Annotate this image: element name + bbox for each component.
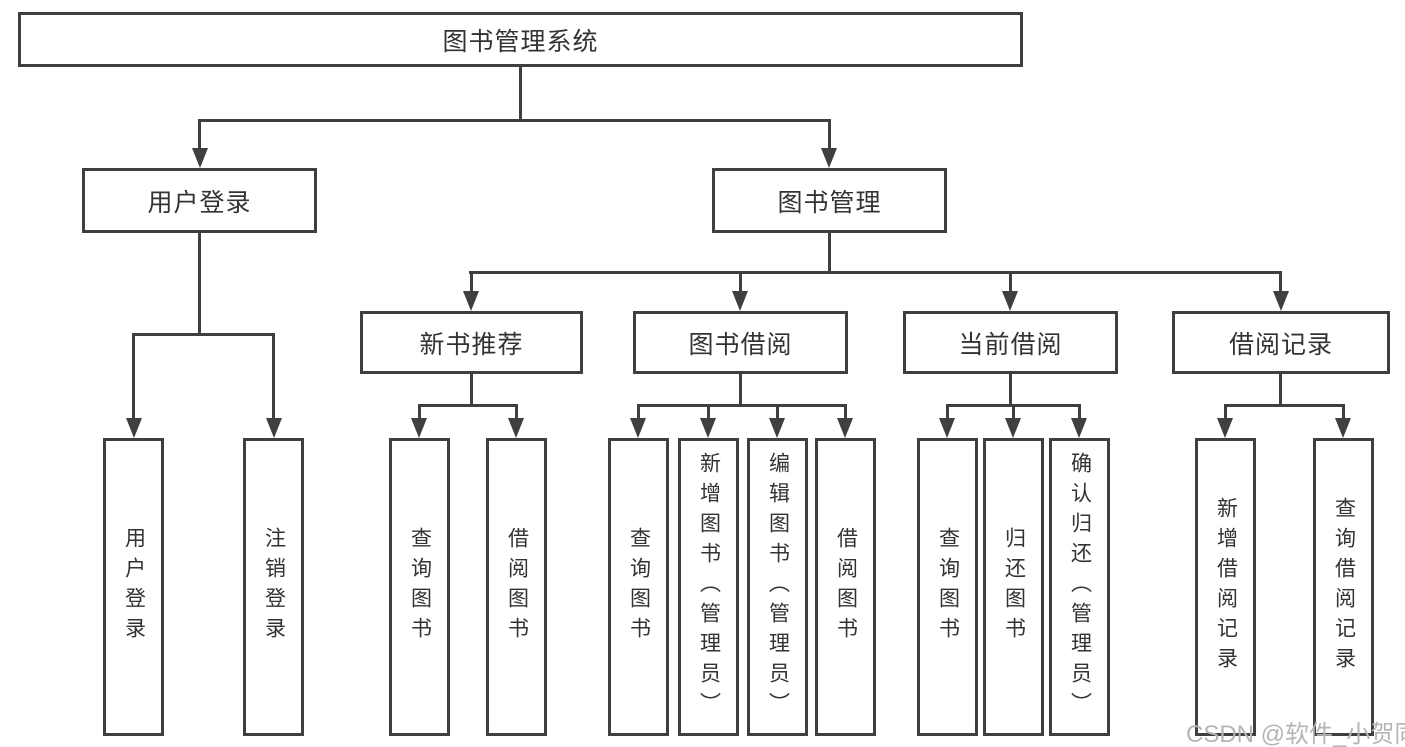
arrowhead-icon xyxy=(732,291,748,311)
connector-drop xyxy=(946,404,949,420)
node-book-management: 图书管理 xyxy=(712,168,947,233)
node-label: 图书借阅 xyxy=(688,330,793,359)
connector-stem xyxy=(828,233,831,273)
connector-drop xyxy=(1342,404,1345,420)
connector-drop xyxy=(844,404,847,420)
arrowhead-icon xyxy=(508,418,524,438)
connector-rail xyxy=(469,271,1282,274)
node-label: 图书管理 xyxy=(777,188,882,217)
connector-drop xyxy=(707,404,710,420)
connector-root-rail xyxy=(198,119,831,122)
connector-drop xyxy=(1279,271,1282,293)
node-label: 借阅图书 xyxy=(505,527,529,647)
node-borrowing-records: 借阅记录 xyxy=(1172,311,1390,374)
node-label: 图书管理系统 xyxy=(442,27,599,56)
node-label: 查询图书 xyxy=(936,527,960,647)
node-label: 用户登录 xyxy=(122,527,146,647)
node-book-borrowing: 图书借阅 xyxy=(633,311,848,374)
node-query-books-recommend: 查询图书 xyxy=(389,438,450,736)
node-label: 当前借阅 xyxy=(958,330,1063,359)
node-add-book-admin: 新增图书（管理员） xyxy=(678,438,739,736)
arrowhead-icon xyxy=(630,418,646,438)
connector-drop xyxy=(418,404,421,420)
connector-drop xyxy=(272,333,275,420)
arrowhead-icon xyxy=(939,418,955,438)
node-user-login: 用户登录 xyxy=(103,438,164,736)
arrowhead-icon xyxy=(1005,418,1021,438)
connector-drop xyxy=(198,119,201,152)
arrowhead-icon xyxy=(1217,418,1233,438)
arrowhead-icon xyxy=(1335,418,1351,438)
csdn-watermark: CSDN @软件_小贺同学 xyxy=(1186,721,1405,747)
connector-stem xyxy=(1009,374,1012,406)
arrowhead-icon xyxy=(1273,291,1289,311)
arrowhead-icon xyxy=(192,148,208,168)
connector-drop xyxy=(637,404,640,420)
node-label: 借阅图书 xyxy=(834,527,858,647)
connector-rail xyxy=(1224,404,1345,407)
connector-rail xyxy=(637,404,847,407)
node-label: 归还图书 xyxy=(1002,527,1026,647)
arrowhead-icon xyxy=(837,418,853,438)
node-borrow-books: 借阅图书 xyxy=(815,438,876,736)
connector-drop xyxy=(1224,404,1227,420)
connector-drop xyxy=(1009,271,1012,293)
connector-stem xyxy=(198,233,201,335)
connector-drop xyxy=(132,333,135,420)
connector-stem xyxy=(1279,374,1282,406)
node-query-books-borrowing: 查询图书 xyxy=(608,438,669,736)
node-label: 编辑图书（管理员） xyxy=(766,452,790,722)
arrowhead-icon xyxy=(821,148,837,168)
arrowhead-icon xyxy=(769,418,785,438)
connector-drop xyxy=(470,271,473,293)
connector-drop xyxy=(739,271,742,293)
node-label: 查询图书 xyxy=(627,527,651,647)
connector-drop xyxy=(776,404,779,420)
node-label: 确认归还（管理员） xyxy=(1068,452,1092,722)
connector-drop xyxy=(828,119,831,152)
node-label: 注销登录 xyxy=(262,527,286,647)
node-logout: 注销登录 xyxy=(243,438,304,736)
connector-rail xyxy=(418,404,518,407)
node-user-login-group: 用户登录 xyxy=(82,168,317,233)
node-library-management-system: 图书管理系统 xyxy=(18,12,1023,67)
arrowhead-icon xyxy=(463,291,479,311)
node-query-books-current: 查询图书 xyxy=(917,438,978,736)
node-new-book-recommendation: 新书推荐 xyxy=(360,311,583,374)
node-label: 新增借阅记录 xyxy=(1214,497,1238,677)
arrowhead-icon xyxy=(1002,291,1018,311)
arrowhead-icon xyxy=(126,418,142,438)
arrowhead-icon xyxy=(1071,418,1087,438)
arrowhead-icon xyxy=(700,418,716,438)
node-return-books: 归还图书 xyxy=(983,438,1044,736)
connector-drop xyxy=(1078,404,1081,420)
connector-root-stem xyxy=(519,67,522,120)
node-label: 查询图书 xyxy=(408,527,432,647)
connector-rail xyxy=(132,333,275,336)
arrowhead-icon xyxy=(266,418,282,438)
node-label: 新增图书（管理员） xyxy=(697,452,721,722)
connector-drop xyxy=(1012,404,1015,420)
arrowhead-icon xyxy=(411,418,427,438)
connector-stem xyxy=(470,374,473,406)
node-label: 借阅记录 xyxy=(1228,330,1333,359)
node-edit-book-admin: 编辑图书（管理员） xyxy=(747,438,808,736)
node-query-borrow-record: 查询借阅记录 xyxy=(1313,438,1374,736)
node-current-borrowing: 当前借阅 xyxy=(903,311,1118,374)
node-confirm-return-admin: 确认归还（管理员） xyxy=(1049,438,1110,736)
connector-drop xyxy=(515,404,518,420)
node-label: 用户登录 xyxy=(147,188,252,217)
node-label: 查询借阅记录 xyxy=(1332,497,1356,677)
node-add-borrow-record: 新增借阅记录 xyxy=(1195,438,1256,736)
connector-stem xyxy=(739,374,742,406)
node-borrow-books-recommend: 借阅图书 xyxy=(486,438,547,736)
node-label: 新书推荐 xyxy=(419,330,524,359)
